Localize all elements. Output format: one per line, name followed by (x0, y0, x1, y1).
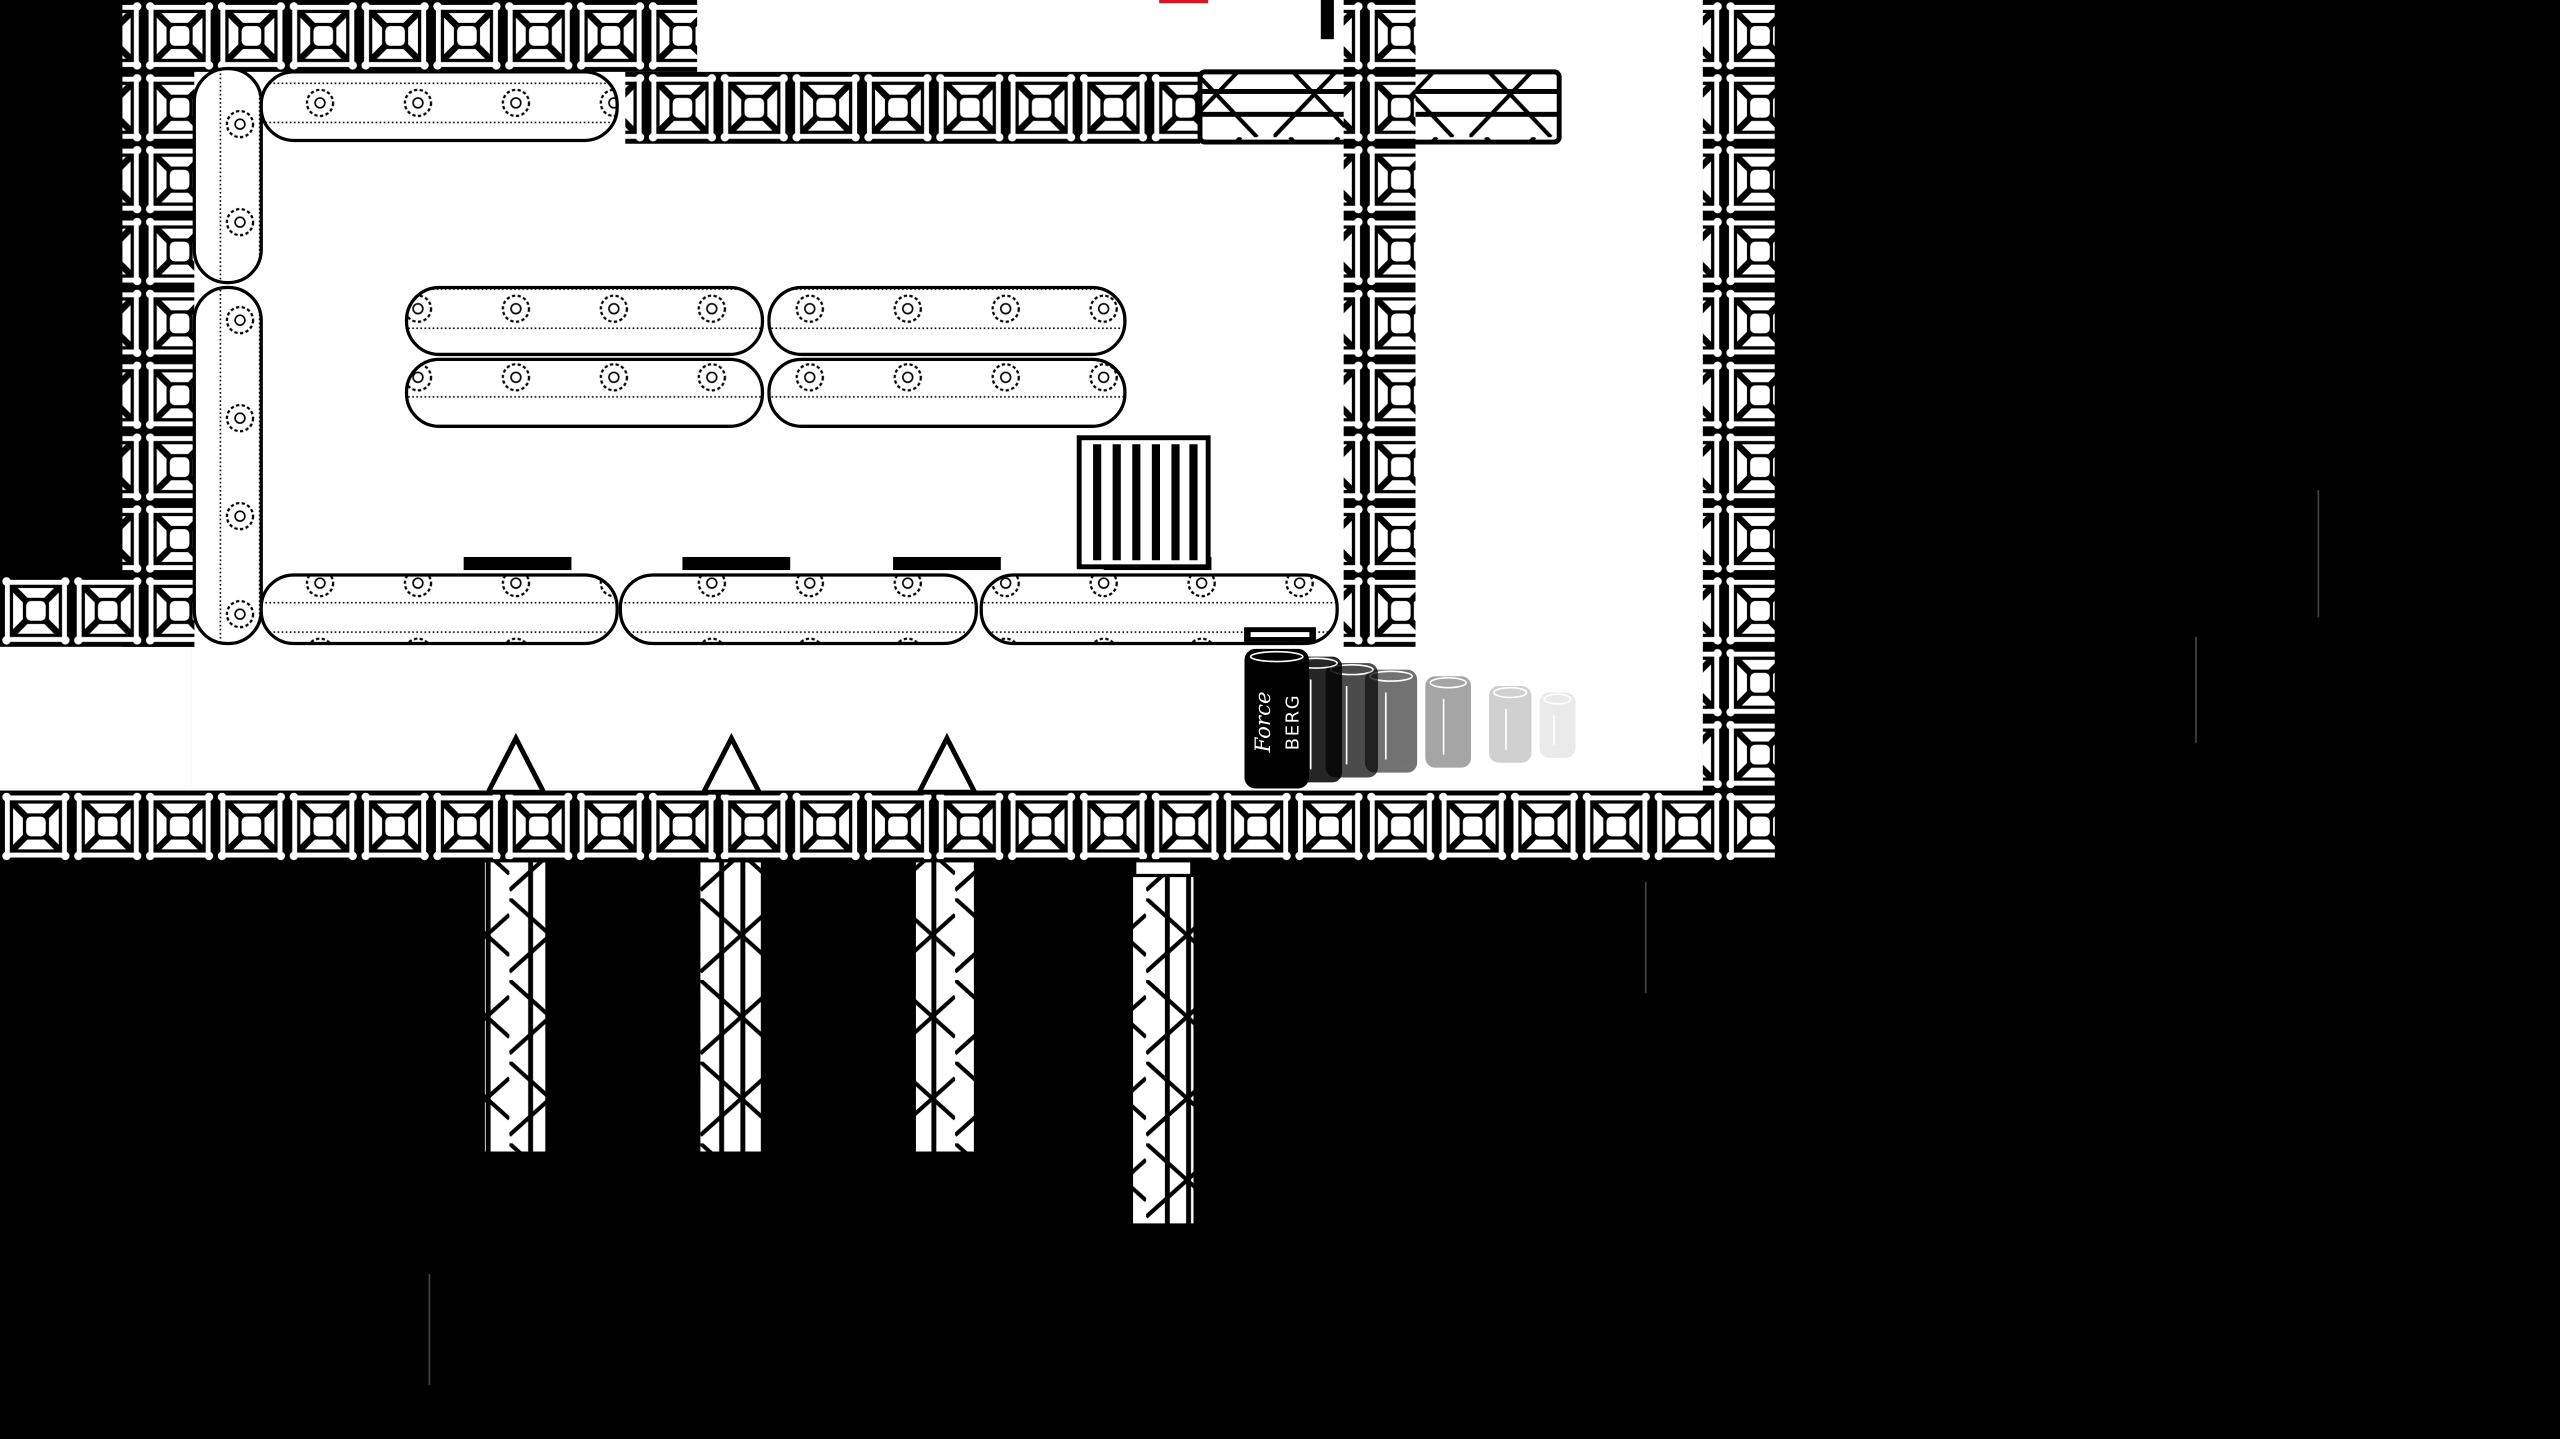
conveyor-top (259, 70, 619, 143)
pressure-plate (682, 556, 791, 571)
health-bar (1159, 0, 1209, 4)
player-can-body (1244, 648, 1309, 789)
conveyor-floor-1 (259, 573, 619, 646)
conveyors (192, 66, 1339, 646)
right-column-wall (1702, 0, 1775, 863)
crate[interactable] (1076, 435, 1211, 570)
spike-hazard (484, 732, 548, 795)
conveyor-vertical-lower (192, 285, 263, 646)
conveyor-mid-3 (404, 357, 765, 428)
pressure-plate (463, 556, 572, 571)
ceiling-wall (122, 0, 698, 72)
center-column-wall (1343, 0, 1416, 647)
spike-hazard (915, 732, 979, 795)
pressure-plate (893, 556, 1001, 571)
left-ledge-wall (0, 574, 195, 647)
player-platform-highlight (1250, 632, 1310, 638)
can-trail-ghost (1425, 676, 1472, 768)
left-wall (122, 0, 195, 647)
can-trail-ghost (1488, 686, 1532, 763)
ghost-can-rim (1543, 693, 1572, 705)
player-can-rim (1249, 650, 1304, 663)
conveyor-mid-4 (767, 357, 1127, 428)
support-pillar (481, 859, 549, 1155)
support-pillar (912, 859, 980, 1155)
upper-platform-wall (625, 71, 1200, 144)
ghost-can-rim (1493, 686, 1528, 699)
ghost-can-body (1488, 686, 1532, 763)
conveyor-floor-2 (618, 573, 978, 646)
can-logo-brand: BERG (1283, 694, 1304, 751)
can-trail-ghost (1539, 692, 1576, 758)
can-logo-script: Force (1251, 691, 1276, 753)
corridor-floor-area (0, 645, 192, 793)
ghost-can-rim (1429, 677, 1467, 689)
ghost-can-body (1425, 676, 1472, 768)
ghost-can-body (1539, 692, 1576, 758)
conveyor-vertical-upper (192, 66, 263, 285)
support-pillar (1129, 872, 1197, 1227)
top-marker (1320, 0, 1334, 40)
support-pillar (697, 859, 765, 1155)
conveyor-mid-2 (767, 285, 1127, 357)
spike-hazard (699, 732, 764, 795)
conveyor-mid-1 (404, 285, 765, 357)
floor-wall (0, 790, 1775, 863)
pillar-cap (1133, 859, 1194, 878)
player-can[interactable]: Force BERG (1244, 648, 1309, 789)
conveyor-floor-3 (979, 573, 1339, 646)
